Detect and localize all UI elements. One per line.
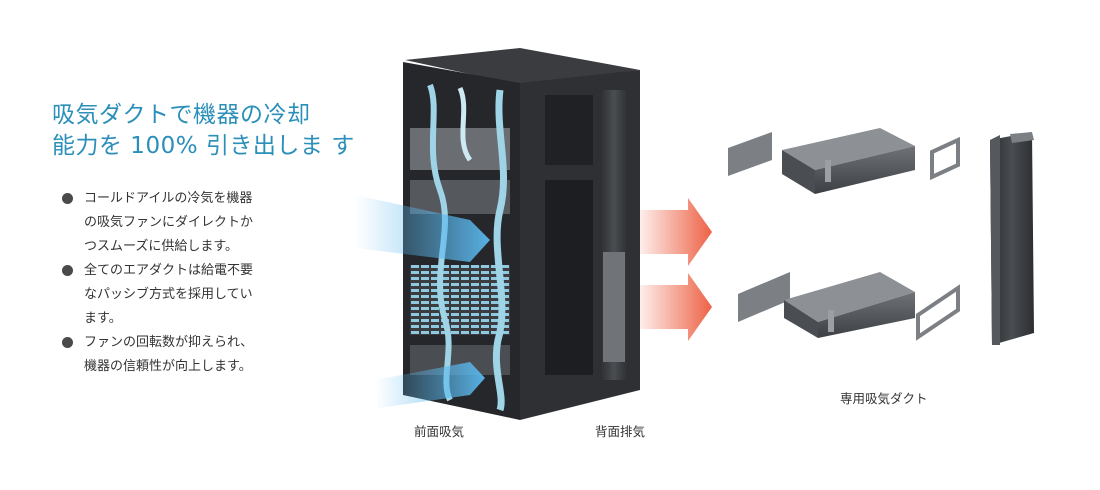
feature-text: 全てのエアダクトは給電不要 なパッシブ方式を採用してい ます。 — [84, 263, 254, 326]
server-rack — [355, 48, 640, 420]
bullet-dot-icon — [62, 193, 73, 204]
cold-air-arrow — [375, 362, 485, 408]
hot-air-arrow — [640, 273, 712, 341]
vertical-duct-panel — [990, 132, 1034, 345]
bullet-dot-icon — [62, 337, 73, 348]
feature-item: 全てのエアダクトは給電不要 なパッシブ方式を採用してい ます。 — [62, 259, 302, 331]
feature-text: ファンの回転数が抑えられ、 機器の信頼性が向上します。 — [84, 335, 254, 374]
headline-line-2: 能力を 100% 引き出しま す — [52, 133, 355, 159]
caption-front-intake: 前面吸気 — [414, 424, 465, 439]
duct-parts-top — [728, 128, 960, 194]
feature-text: コールドアイルの冷気を機器 の吸気ファンにダイレクトか つスムーズに供給します。 — [84, 191, 254, 254]
caption-rear-exhaust: 背面排気 — [595, 424, 646, 439]
cold-air-arrow — [355, 195, 490, 262]
feature-item: コールドアイルの冷気を機器 の吸気ファンにダイレクトか つスムーズに供給します。 — [62, 187, 302, 259]
caption-dedicated-duct: 専用吸気ダクト — [840, 391, 928, 406]
hot-air-arrow — [640, 198, 712, 266]
feature-list: コールドアイルの冷気を機器 の吸気ファンにダイレクトか つスムーズに供給します。… — [62, 187, 302, 379]
headline-line-1: 吸気ダクトで機器の冷却 — [52, 102, 311, 128]
feature-item: ファンの回転数が抑えられ、 機器の信頼性が向上します。 — [62, 331, 302, 379]
bullet-dot-icon — [62, 265, 73, 276]
duct-parts-bottom — [738, 272, 960, 341]
headline: 吸気ダクトで機器の冷却 能力を 100% 引き出しま す — [52, 100, 382, 162]
hot-air-arrows — [640, 198, 712, 341]
